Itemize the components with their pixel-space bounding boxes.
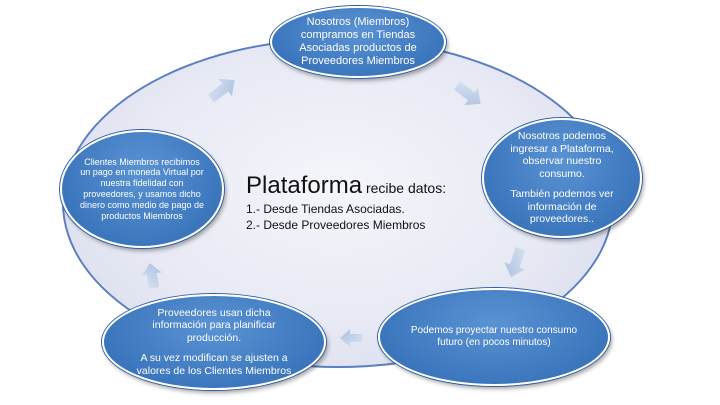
node-view-consumption-text-1: Nosotros podemos ingresar a Plataforma, … <box>510 129 614 180</box>
platform-center-text: Plataforma recibe datos: 1.- Desde Tiend… <box>246 172 466 232</box>
node-suppliers-plan-text-2: A su vez modifican se ajusten a valores … <box>136 352 292 377</box>
platform-title: Plataforma recibe datos: <box>246 172 466 200</box>
node-virtual-payment-text: Clientes Miembros recibimos un pago en m… <box>79 156 205 221</box>
platform-source-1: 1.- Desde Tiendas Asociadas. <box>246 202 405 216</box>
arrow-left-to-top <box>207 78 235 103</box>
arrow-right-to-bottom-right <box>504 247 526 278</box>
node-virtual-payment: Clientes Miembros recibimos un pago en m… <box>60 130 224 248</box>
platform-source-2: 2.- Desde Proveedores Miembros <box>246 218 426 232</box>
node-suppliers-plan-text-1: Proveedores usan dicha información para … <box>152 306 276 344</box>
node-view-consumption-text-2: También podemos ver información de prove… <box>510 188 614 226</box>
node-purchase: Nosotros (Miembros) compramos en Tiendas… <box>270 6 446 78</box>
platform-title-word: Plataforma <box>246 172 363 199</box>
arrow-bottom-left-to-left <box>141 263 162 289</box>
platform-title-suffix: recibe datos: <box>362 180 447 196</box>
node-project-consumption-text: Podemos proyectar nuestro consumo futuro… <box>410 325 578 348</box>
node-project-consumption: Podemos proyectar nuestro consumo futuro… <box>378 288 610 386</box>
node-purchase-text: Nosotros (Miembros) compramos en Tiendas… <box>299 15 417 68</box>
node-view-consumption: Nosotros podemos ingresar a Plataforma, … <box>482 118 642 238</box>
node-suppliers-plan: Proveedores usan dicha información para … <box>102 294 326 390</box>
arrow-top-to-right <box>453 81 481 106</box>
arrow-bottom-right-to-bottom-left <box>340 329 362 347</box>
